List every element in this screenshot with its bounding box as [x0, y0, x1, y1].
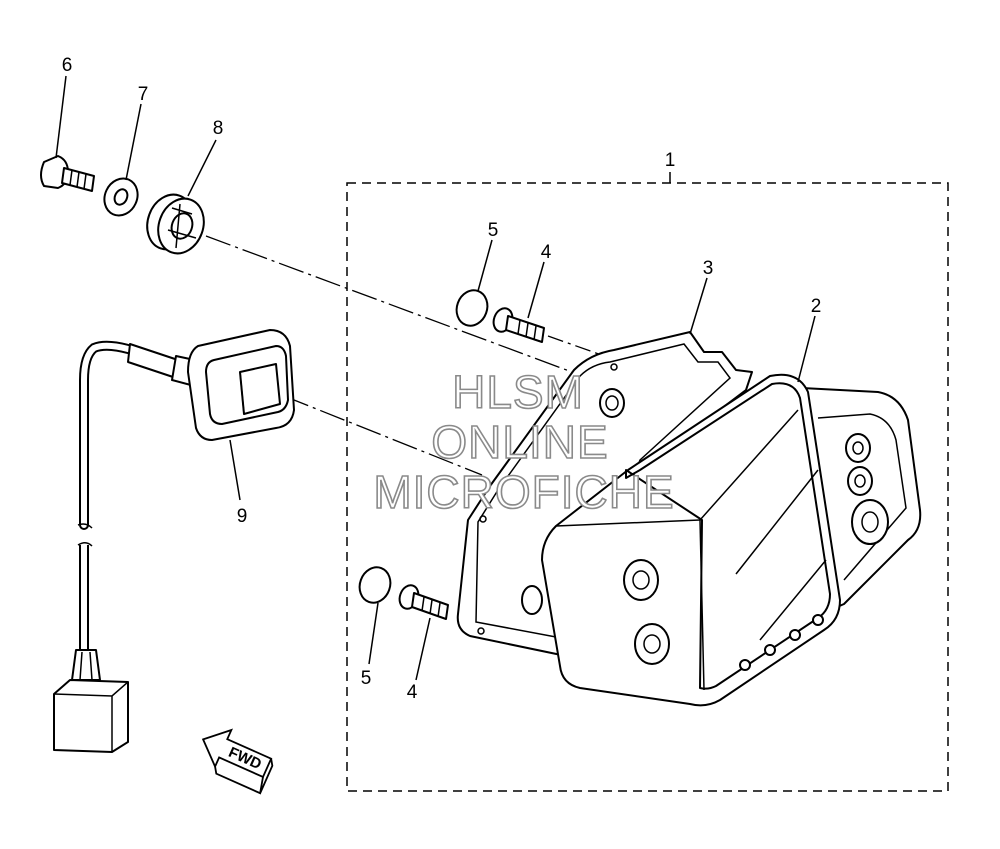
leader-2 — [797, 315, 816, 383]
meter-assembly-2-icon — [541, 373, 922, 707]
callout-3: 3 — [703, 258, 714, 279]
alignment-line-top — [205, 235, 616, 389]
washer-7-icon — [103, 177, 139, 217]
indicator-socket-9-icon — [79, 329, 295, 530]
callout-6: 6 — [62, 55, 73, 76]
callout-8: 8 — [213, 118, 224, 139]
alignment-line-bottom — [283, 395, 483, 476]
callout-4-bottom: 4 — [407, 682, 418, 703]
leader-6 — [55, 75, 67, 159]
grommet-8-icon — [146, 193, 205, 255]
watermark-line-3: MICROFICHE — [373, 466, 674, 518]
fwd-arrow-icon: FWD — [201, 728, 274, 795]
wire-connector-icon — [53, 523, 129, 753]
leader-4-bottom — [415, 617, 431, 681]
leader-4-top — [527, 261, 545, 319]
watermark-line-2: ONLINE — [431, 416, 608, 468]
cap-5-top-icon — [455, 289, 489, 327]
callout-9: 9 — [237, 506, 248, 527]
screw-4-bottom-icon — [398, 584, 449, 620]
callout-2: 2 — [811, 296, 822, 317]
cap-5-bottom-icon — [358, 566, 392, 604]
callout-7: 7 — [138, 84, 149, 105]
alignment-line-bolt — [547, 335, 611, 359]
watermark: HLSM ONLINE MICROFICHE — [373, 365, 675, 519]
callout-1: 1 — [665, 150, 676, 171]
bolt-6-icon — [40, 155, 95, 192]
callout-5-bottom: 5 — [361, 668, 372, 689]
watermark-line-1: HLSM — [452, 366, 584, 418]
leader-5-bottom — [368, 602, 379, 665]
leader-8 — [187, 139, 217, 197]
assembly-boundary — [346, 182, 949, 792]
callout-4-top: 4 — [541, 242, 552, 263]
callout-5-top: 5 — [488, 220, 499, 241]
leader-7 — [125, 103, 142, 181]
leader-5-top — [477, 239, 493, 292]
screw-4-top-icon — [492, 307, 545, 343]
leader-9 — [229, 439, 241, 501]
leader-3 — [689, 277, 708, 335]
